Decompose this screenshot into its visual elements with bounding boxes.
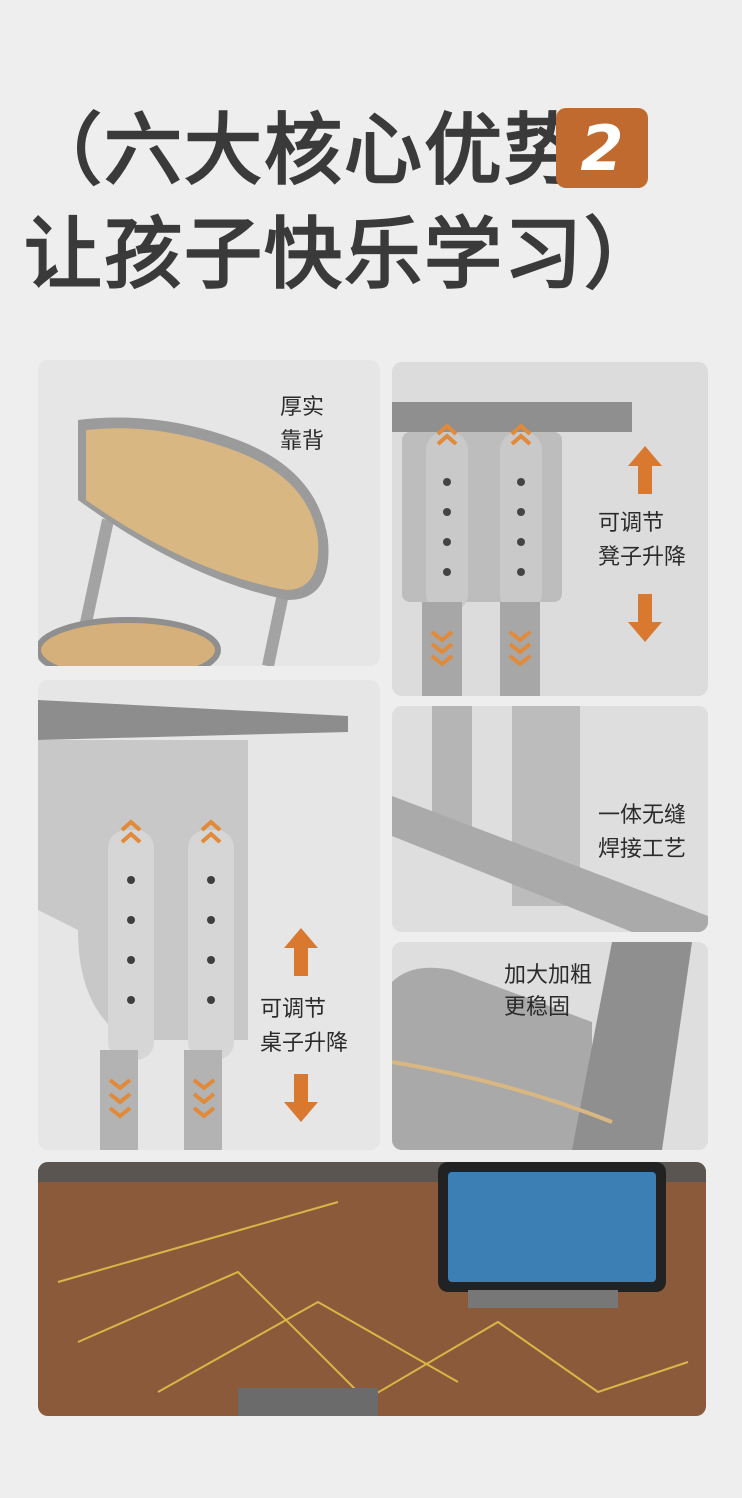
card-backrest: 厚实 靠背 (38, 360, 380, 666)
card-desk-lift: 可调节 桌子升降 (38, 680, 380, 1150)
number-badge: 2 (556, 108, 648, 188)
thicken-label-line2: 更稳固 (504, 995, 571, 1020)
heading-line-1: （六大核心优势 (24, 106, 585, 196)
weld-label-line1: 一体无缝 (598, 803, 687, 828)
arrow-down-icon (628, 594, 662, 642)
stool-lift-label-line2: 凳子升降 (598, 545, 687, 570)
page-heading: （六大核心优势 2 让孩子快乐学习） (0, 0, 742, 330)
desk-lift-label-line1: 可调节 (260, 997, 327, 1022)
desk-lift-label-line2: 桌子升降 (260, 1031, 349, 1056)
arrow-down-icon (284, 1074, 318, 1122)
backrest-label-line2: 靠背 (280, 429, 325, 454)
desk-leg-illustration (38, 680, 380, 1150)
card-weld: 一体无缝 焊接工艺 (392, 706, 708, 932)
desktop-tablet-illustration (38, 1162, 706, 1416)
arrow-up-icon (628, 446, 662, 494)
card-desktop-scene (38, 1162, 706, 1416)
stool-leg-illustration (392, 362, 708, 696)
arrow-up-icon (284, 928, 318, 976)
weld-label-line2: 焊接工艺 (598, 837, 687, 862)
chair-backrest-illustration (38, 360, 380, 666)
card-stool-lift: 可调节 凳子升降 (392, 362, 708, 696)
card-thicken: 加大加粗 更稳固 (392, 942, 708, 1150)
drawer-frame-illustration (392, 942, 708, 1150)
backrest-label-line1: 厚实 (280, 395, 325, 420)
stool-lift-label-line1: 可调节 (598, 511, 665, 536)
weld-joint-illustration (392, 706, 708, 932)
heading-line-2: 让孩子快乐学习） (24, 210, 665, 300)
thicken-label-line1: 加大加粗 (504, 963, 593, 988)
